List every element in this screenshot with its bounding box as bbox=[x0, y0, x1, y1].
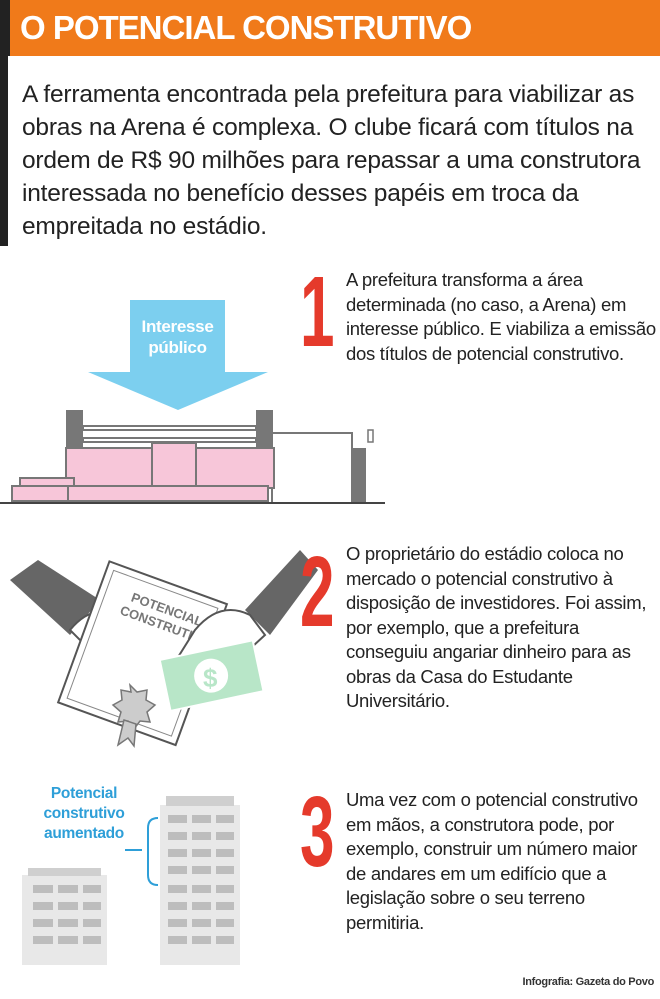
header-banner: O POTENCIAL CONSTRUTIVO bbox=[0, 0, 660, 56]
step-number-2: 2 bbox=[300, 536, 335, 648]
arrow-down-icon bbox=[88, 300, 268, 410]
credit-line: Infografia: Gazeta do Povo bbox=[522, 976, 654, 988]
page-title: O POTENCIAL CONSTRUTIVO bbox=[20, 9, 472, 46]
stadium-illustration bbox=[0, 300, 385, 504]
interesse-publico-label: Interesse público bbox=[141, 317, 214, 357]
handshake-illustration: POTENCIAL CONSTRUTIVO $ bbox=[10, 550, 318, 749]
step-2-text: O proprietário do estádio coloca no merc… bbox=[346, 543, 647, 711]
step-number-3: 3 bbox=[300, 776, 335, 888]
intro-accent-bar bbox=[0, 56, 8, 246]
step-1-text: A prefeitura transforma a área determina… bbox=[346, 269, 656, 364]
potencial-aumentado-label: Potencial construtivo aumentado bbox=[43, 785, 125, 842]
intro-paragraph: A ferramenta encontrada pela prefeitura … bbox=[22, 81, 641, 240]
header-accent-bar bbox=[0, 0, 10, 56]
dollar-icon: $ bbox=[203, 663, 218, 693]
buildings-illustration bbox=[22, 796, 240, 965]
step-number-1: 1 bbox=[300, 256, 335, 368]
step-3-text: Uma vez com o potencial construtivo em m… bbox=[346, 789, 638, 933]
